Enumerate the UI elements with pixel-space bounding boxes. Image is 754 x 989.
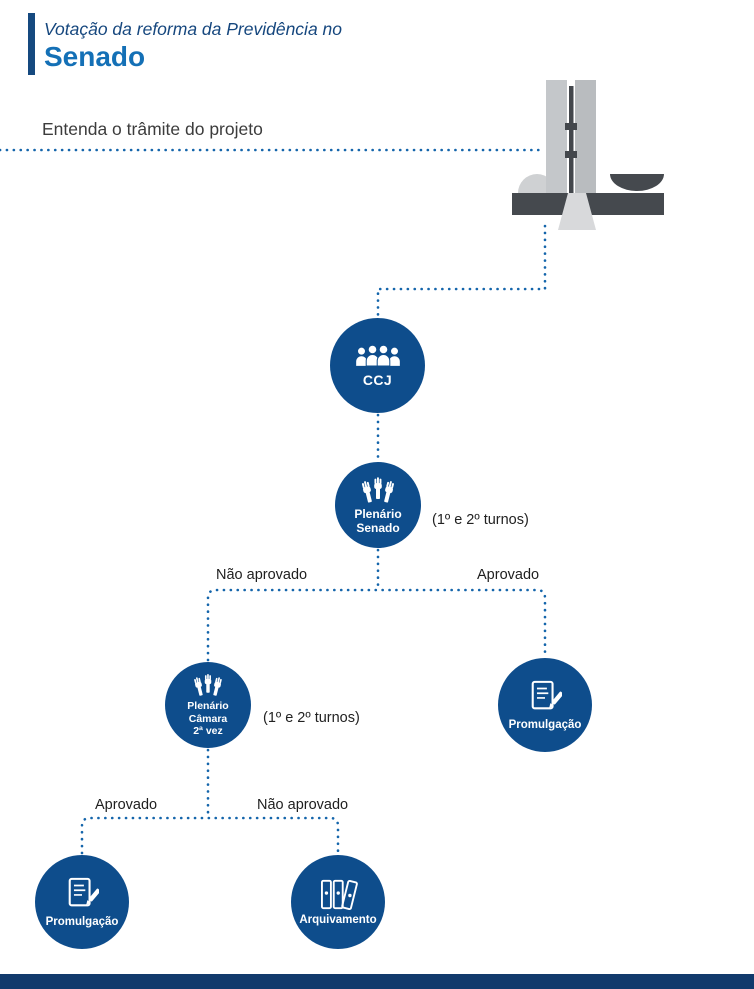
building-tower-gap xyxy=(569,86,574,193)
node-plenario-senado: Plenário Senado xyxy=(335,462,421,548)
building-left-tower xyxy=(546,80,567,193)
node-promulgacao-esquerda: Promulgação xyxy=(35,855,129,949)
node-label-ccj: CCJ xyxy=(362,372,393,389)
building-to-ccj-line xyxy=(376,224,547,317)
node-ccj: CCJ xyxy=(330,318,425,413)
node-label-promulgacao-direita: Promulgação xyxy=(508,718,582,731)
building-right-tower xyxy=(575,80,596,193)
node-label-plenario-senado-line2: Senado xyxy=(356,521,400,535)
title-accent-bar xyxy=(28,13,35,75)
committee-people-icon xyxy=(354,344,401,368)
node-arquivamento: Arquivamento xyxy=(291,855,385,949)
voting-hands-icon xyxy=(193,674,223,697)
building-bridge-lower xyxy=(565,151,577,158)
node-label-plenario-senado-line1: Plenário xyxy=(354,506,402,521)
node-plenario-camara: Plenário Câmara 2ª vez xyxy=(165,662,251,748)
archive-binders-icon xyxy=(321,879,358,910)
turnos-note-senado: (1º e 2º turnos) xyxy=(432,512,529,528)
turnos-note-camara: (1º e 2º turnos) xyxy=(263,710,360,726)
camara-branch-line xyxy=(80,816,340,855)
branch-label-camara-nao-aprovado: Não aprovado xyxy=(257,797,349,813)
building-ramp xyxy=(558,193,596,230)
congress-building-illustration xyxy=(512,80,664,230)
node-label-plenario-camara-line2: Câmara xyxy=(188,712,228,725)
node-promulgacao-direita: Promulgação xyxy=(498,658,592,752)
footer-bar xyxy=(0,974,754,989)
branch-label-camara-aprovado: Aprovado xyxy=(95,797,158,813)
branch-label-senado-nao-aprovado: Não aprovado xyxy=(216,567,308,583)
voting-hands-icon xyxy=(361,477,395,504)
page-title: Senado xyxy=(44,41,146,72)
building-bridge-upper xyxy=(565,123,577,130)
signed-document-icon xyxy=(531,680,562,710)
kicker-text: Votação da reforma da Previdência no xyxy=(44,19,343,39)
building-bowl xyxy=(610,174,664,191)
node-label-promulgacao-esquerda: Promulgação xyxy=(45,915,119,928)
node-label-plenario-camara-line3: 2ª vez xyxy=(193,725,223,738)
signed-document-icon xyxy=(68,877,99,907)
subtitle: Entenda o trâmite do projeto xyxy=(42,119,263,139)
node-label-arquivamento: Arquivamento xyxy=(299,913,377,926)
node-label-plenario-camara-line1: Plenário xyxy=(187,700,229,713)
senado-branch-line xyxy=(206,588,547,662)
branch-label-senado-aprovado: Aprovado xyxy=(477,567,540,583)
